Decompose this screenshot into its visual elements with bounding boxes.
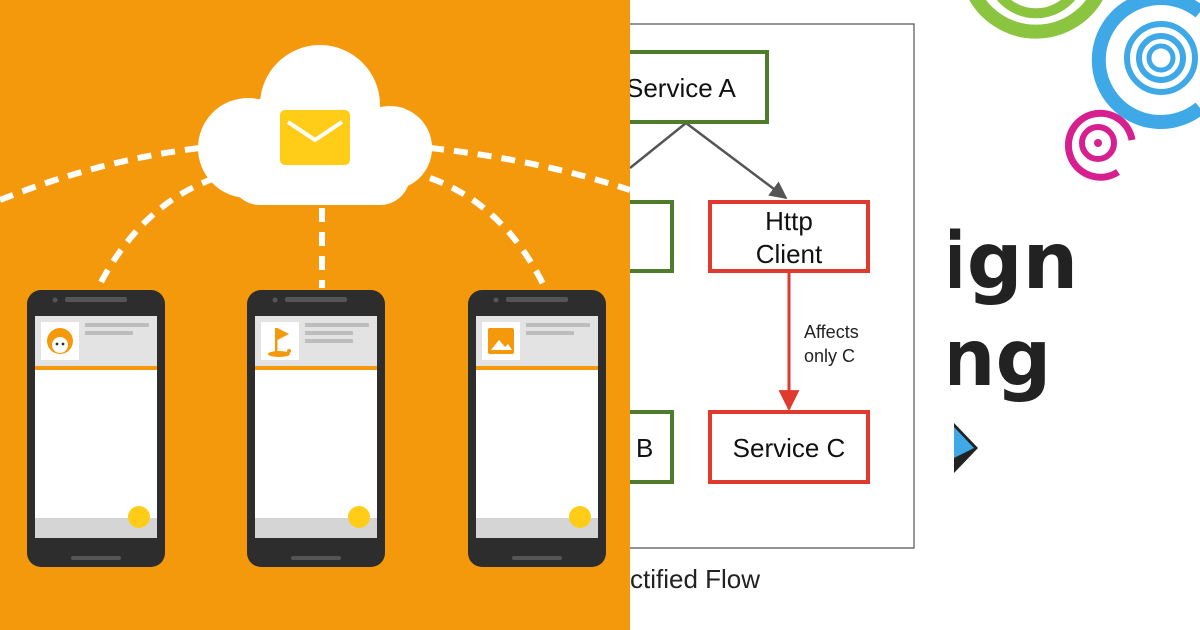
edge-a-to-http-client: [685, 122, 788, 200]
edge-a-to-left: [630, 122, 687, 169]
phone-2: [247, 290, 385, 567]
notification-illustration: [0, 0, 630, 630]
node-service-c: Service C: [708, 410, 870, 484]
connection-lines: [0, 145, 630, 290]
notification-svg: [0, 45, 630, 567]
node-left-partial: [630, 200, 674, 273]
node-http-client-label-line2: Client: [756, 239, 823, 269]
flow-svg: Service A Http Client B Service C Affect…: [630, 23, 915, 594]
phone-3: [468, 290, 606, 567]
title-line2: ng: [950, 314, 1051, 404]
node-service-b: B: [630, 410, 674, 484]
node-service-b-label: B: [636, 433, 653, 463]
title-card-svg: ign ng: [950, 0, 1200, 473]
image-icon: [488, 328, 514, 354]
diagram-caption: ctified Flow: [630, 564, 760, 594]
phone-1: [27, 290, 165, 567]
service-flow-diagram: Service A Http Client B Service C Affect…: [630, 0, 950, 630]
diagram-frame: [630, 23, 915, 549]
envelope-icon: [280, 110, 350, 165]
node-service-a: Service A: [630, 50, 769, 124]
green-arc-decoration: [969, 0, 1103, 39]
golf-flag-icon: [268, 328, 291, 357]
face-icon: [47, 328, 73, 354]
node-http-client-label-line1: Http: [765, 206, 813, 236]
connection-line-far-left: [0, 145, 201, 203]
title-line1: ign: [950, 217, 1078, 307]
title-card: ign ng: [950, 0, 1200, 630]
magenta-circle-decoration: [1064, 109, 1136, 181]
node-service-a-label: Service A: [630, 73, 736, 103]
edge-label-line1: Affects: [804, 322, 859, 342]
edge-label-line2: only C: [804, 346, 855, 366]
node-http-client: Http Client: [708, 200, 870, 273]
node-service-c-label: Service C: [733, 433, 846, 463]
connection-line-far-right: [429, 145, 630, 193]
blue-circle-decoration: [1091, 0, 1200, 129]
play-arrow-icon: [954, 423, 978, 473]
connection-line-right: [428, 175, 548, 290]
connection-line-left: [95, 175, 217, 290]
